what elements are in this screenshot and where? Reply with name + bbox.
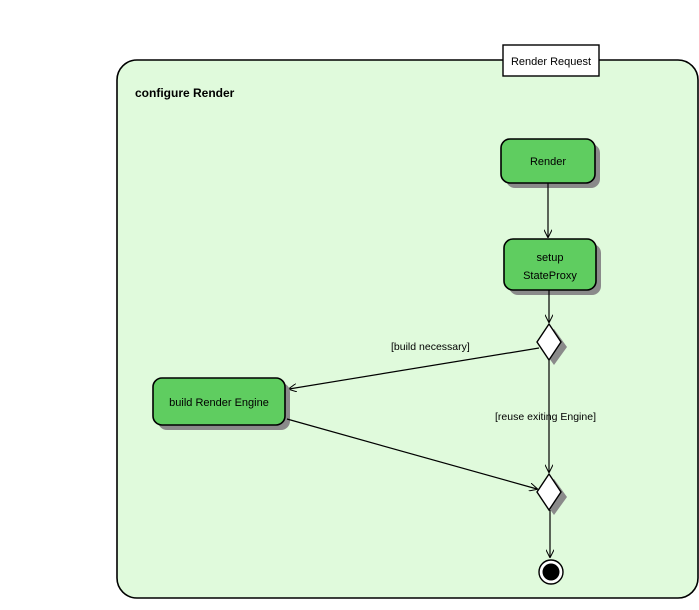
activity-frame — [116, 59, 699, 599]
entry-label-box[interactable]: Render Request — [502, 44, 600, 77]
setup-stateproxy-label-line2: StateProxy — [523, 270, 577, 282]
final-node[interactable] — [538, 559, 564, 585]
setup-stateproxy-rect — [503, 238, 597, 291]
entry-label-rect — [502, 44, 600, 77]
setup-stateproxy-label-line1: setup — [537, 252, 564, 264]
edge-decision-to-build — [289, 347, 540, 389]
merge-diamond — [536, 472, 562, 512]
build-render-engine-rect — [152, 377, 286, 426]
merge-node[interactable] — [536, 472, 567, 515]
action-node-build-render-engine[interactable]: build Render Engine — [152, 377, 290, 430]
entry-label-text: Render Request — [511, 56, 591, 68]
frame-body — [116, 59, 699, 599]
edge-label-build-necessary: [build necessary] — [391, 341, 470, 353]
edge-label-reuse-exiting: [reuse exiting Engine] — [495, 411, 596, 423]
final-inner-disc — [542, 563, 560, 581]
edge-build-to-merge — [286, 418, 537, 489]
build-render-engine-label: build Render Engine — [169, 397, 269, 409]
action-node-render[interactable]: Render — [500, 138, 600, 188]
partition-title: configure Render — [135, 86, 235, 100]
render-label: Render — [530, 156, 566, 168]
action-node-setup-stateproxy[interactable]: setup StateProxy — [503, 238, 601, 295]
